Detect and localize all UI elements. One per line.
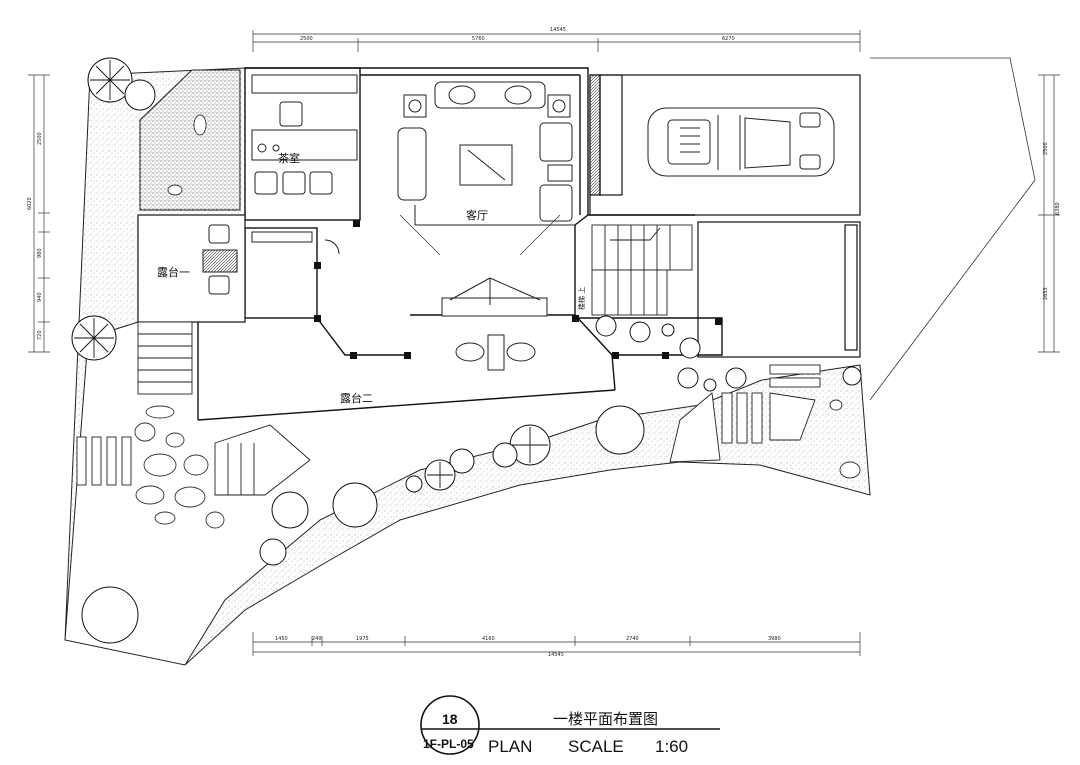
dim-bottom-total: 14545: [548, 652, 564, 658]
living-room-furniture: [397, 81, 575, 256]
dim-left-seg: 6020: [27, 197, 33, 210]
patio-umbrella-icons: [259, 315, 862, 566]
sheet-code: 1F-PL-05: [423, 737, 474, 751]
structural-columns: [314, 220, 722, 359]
dim-right-seg: 6380: [1055, 202, 1061, 215]
drawing-number-badge: [420, 695, 480, 755]
dimension-bottom: [252, 632, 861, 656]
dim-left-seg: 2500: [37, 132, 43, 145]
staircase: [137, 224, 693, 496]
site-boundary-right: [869, 57, 1036, 401]
dimension-left: [28, 74, 50, 353]
feature-wall: [441, 277, 548, 317]
scale-label: SCALE: [568, 737, 624, 756]
room-label-terrace-two: 露台二: [340, 391, 373, 405]
stair-label: 楼梯 上: [577, 287, 586, 310]
terrace-one-dining-set: [202, 224, 238, 295]
plan-label: PLAN: [488, 737, 532, 756]
tea-room-furniture: [251, 74, 358, 255]
dim-bottom-seg: 1975: [356, 636, 369, 642]
dim-left-seg: 940: [37, 292, 43, 302]
garage: [589, 74, 861, 358]
terrace-two-dining-set: [455, 334, 536, 371]
garden-steps-left: [76, 436, 132, 486]
room-label-terrace-one: 露台一: [157, 265, 190, 279]
tree-fronds: [74, 60, 548, 488]
dim-bottom-seg: 4160: [482, 636, 495, 642]
dim-right-seg: 2500: [1043, 142, 1049, 155]
dimension-right: [1038, 74, 1060, 353]
drawing-number: 18: [442, 711, 458, 727]
car-icon: [647, 107, 835, 177]
room-label-living-room: 客厅: [466, 208, 488, 222]
dim-bottom-seg: 2740: [626, 636, 639, 642]
dim-right-seg: 2653: [1043, 287, 1049, 300]
dimension-top: [252, 30, 861, 52]
dim-left-seg: 720: [37, 330, 43, 340]
drawing-title: 一楼平面布置图: [553, 710, 658, 728]
stepping-stones: [134, 114, 861, 529]
dim-top-seg: 2500: [300, 36, 313, 42]
title-block: 18 1F-PL-05 一楼平面布置图 PLAN SCALE 1:60: [420, 695, 720, 756]
dim-bottom-seg: 1450: [275, 636, 288, 642]
dim-bottom-seg: 3980: [768, 636, 781, 642]
dim-top-seg: 6270: [722, 36, 735, 42]
scale-value: 1:60: [655, 737, 688, 756]
room-label-tea-room: 茶室: [278, 151, 300, 165]
dim-left-seg: 980: [37, 248, 43, 258]
dim-bottom-seg: 240: [312, 636, 322, 642]
dim-top-total: 14545: [550, 27, 566, 33]
garden-dense-bed: [139, 69, 241, 211]
dim-top-seg: 5760: [472, 36, 485, 42]
garden-steps-right: [669, 364, 821, 463]
